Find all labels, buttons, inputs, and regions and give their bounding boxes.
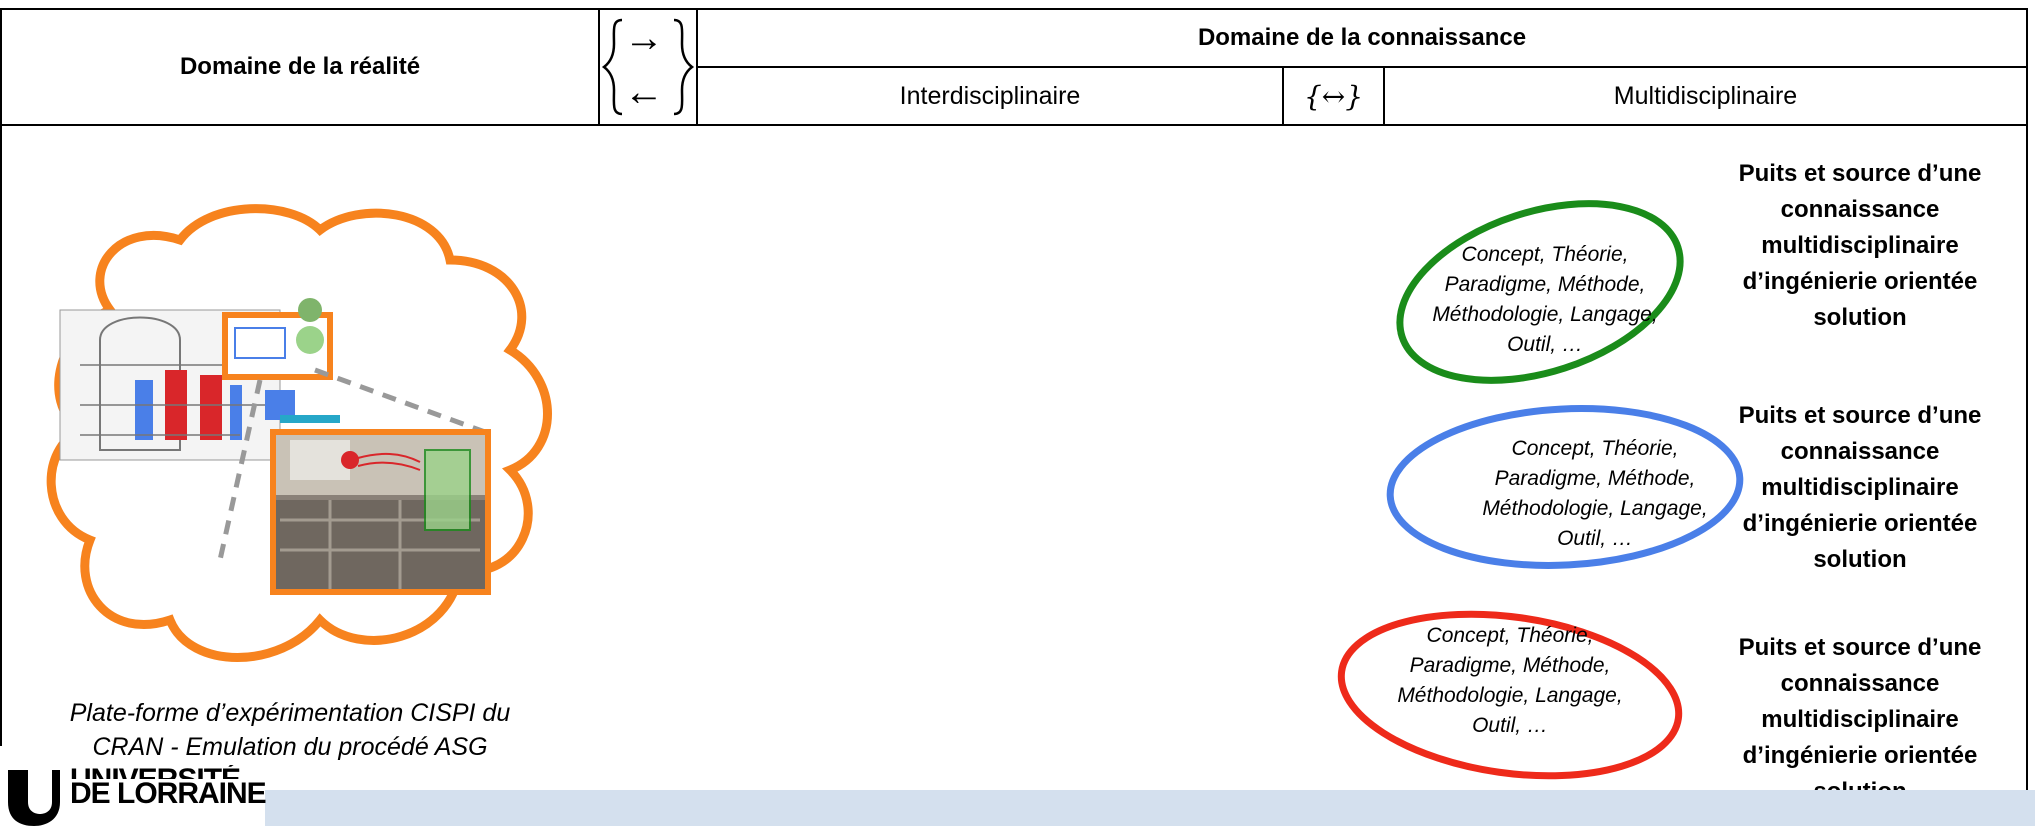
knowledge-ellipses [1290, 180, 1770, 780]
footer-band [265, 790, 2035, 826]
university-logo-icon [0, 762, 64, 826]
platform-illustration [40, 200, 580, 680]
reality-domain-heading: Domaine de la réalité [179, 53, 421, 80]
ellipse-text-green: Concept, Théorie,Paradigme, Méthode, Mét… [1432, 243, 1658, 356]
photo-inset [270, 429, 491, 595]
arrow-left-icon: ← [624, 70, 664, 114]
arrow-right-icon: → [624, 16, 664, 60]
platform-caption: Plate-forme d’expérimentation CISPI du C… [69, 699, 511, 761]
knowledge-domain-heading: Domaine de la connaissance [1197, 24, 1527, 51]
interdisciplinary-heading: Interdisciplinaire [899, 81, 1081, 110]
ellipse-green [1396, 200, 1684, 384]
bidirectional-symbol: {↔} [1303, 79, 1364, 113]
bracket-arrows: → ← [600, 10, 696, 124]
university-logo-text: UNIVERSITÉ DE LORRAINE [70, 765, 267, 810]
ellipse-red [1337, 610, 1683, 780]
ellipse-text-red: Concept, Théorie,Paradigme, Méthode, Mét… [1397, 624, 1623, 737]
ellipse-text-blue: Concept, Théorie,Paradigme, Méthode, Mét… [1482, 437, 1708, 550]
ellipse-blue [1386, 405, 1744, 569]
multidisciplinary-heading: Multidisciplinaire [1613, 81, 1798, 110]
inset-top [222, 312, 333, 380]
